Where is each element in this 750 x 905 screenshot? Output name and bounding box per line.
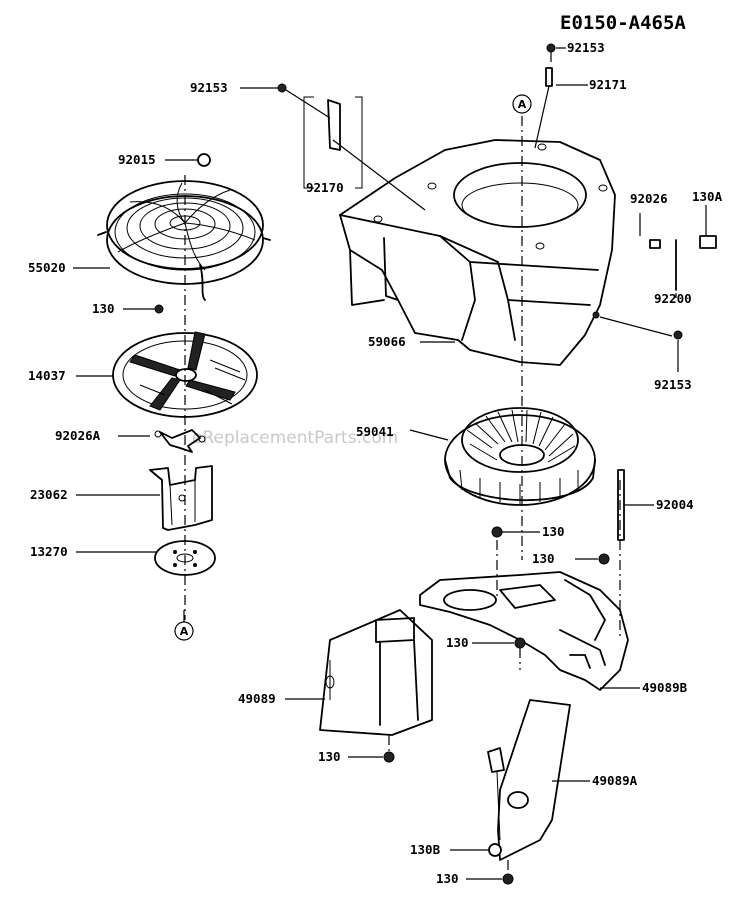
shroud-49089a-drawing: [487, 699, 571, 861]
label-92153-left: 92153: [190, 80, 228, 95]
label-49089b: 49089B: [642, 680, 688, 695]
label-55020: 55020: [28, 260, 66, 275]
label-49089: 49089: [238, 691, 276, 706]
label-92153-right: 92153: [654, 377, 692, 392]
label-59066: 59066: [368, 334, 406, 349]
label-13270: 13270: [30, 544, 68, 559]
flywheel-drawing: [444, 407, 596, 506]
fasteners-drawing: [154, 43, 717, 885]
label-92004: 92004: [656, 497, 694, 512]
label-130-mid: 130: [542, 524, 565, 539]
label-92200: 92200: [654, 291, 692, 306]
label-130-bottom: 130: [436, 871, 459, 886]
fan-screen-drawing: [97, 180, 271, 301]
center-lines: [184, 52, 621, 875]
shroud-49089b-drawing: [419, 571, 629, 691]
watermark-text: eReplacementParts.com: [192, 428, 398, 448]
shroud-49089-drawing: [319, 609, 433, 736]
callout-a-top-text: A: [518, 98, 527, 111]
label-23062: 23062: [30, 487, 68, 502]
callout-a-top: A: [512, 94, 532, 114]
label-92170: 92170: [306, 180, 344, 195]
label-92026: 92026: [630, 191, 668, 206]
callout-a-bottom-text: A: [180, 625, 189, 638]
label-130-lower: 130: [446, 635, 469, 650]
bracket-92170: [303, 96, 363, 189]
label-92015: 92015: [118, 152, 156, 167]
label-92026a: 92026A: [55, 428, 101, 443]
label-59041: 59041: [356, 424, 394, 439]
label-130-left-bottom: 130: [318, 749, 341, 764]
leader-lines: [73, 47, 707, 880]
label-130b: 130B: [410, 842, 441, 857]
label-130-fan: 130: [92, 301, 115, 316]
fan-brackets-drawing: [149, 429, 216, 576]
label-130-right: 130: [532, 551, 555, 566]
label-14037: 14037: [28, 368, 66, 383]
label-92153-top: 92153: [567, 40, 605, 55]
label-49089a: 49089A: [592, 773, 638, 788]
label-92171: 92171: [589, 77, 627, 92]
diagram-code: E0150-A465A: [560, 12, 686, 34]
label-130a: 130A: [692, 189, 723, 204]
callout-a-bottom: A: [174, 610, 194, 641]
part-labels: 92153 92171 92153 92170 92015 55020 130 …: [28, 40, 723, 886]
blower-housing-drawing: [339, 139, 616, 366]
